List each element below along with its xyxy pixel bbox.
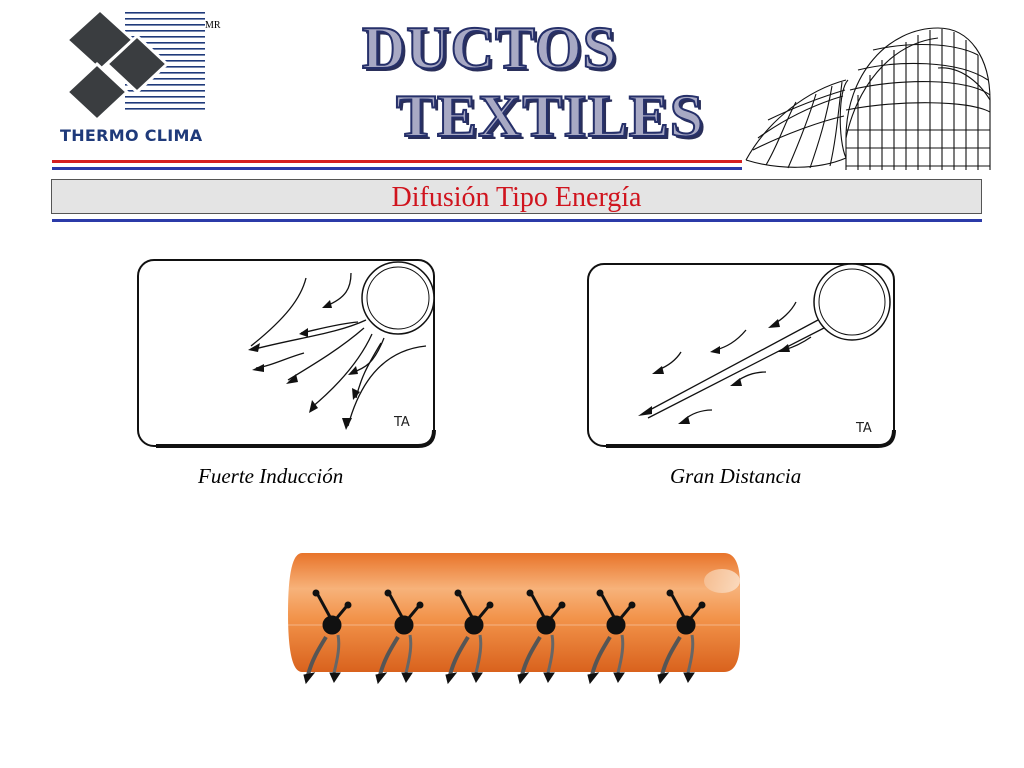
caption-long-distance: Gran Distancia xyxy=(670,464,802,488)
thermo-clima-logo: THERMO CLIMA MR xyxy=(55,7,221,148)
caption-strong-induction: Fuerte Inducción xyxy=(198,464,344,488)
panel-right-label: TA xyxy=(855,421,872,436)
diffusion-diagram-strong-induction: TA xyxy=(137,259,436,448)
duct-section-icon xyxy=(813,263,891,341)
subtitle-bar: Difusión Tipo Energía xyxy=(51,179,982,214)
registered-mark: MR xyxy=(205,20,221,31)
bottom-blue-rule xyxy=(52,219,982,222)
title-line-1: DUCTOS xyxy=(361,15,617,81)
title-line-2: TEXTILES xyxy=(395,83,705,149)
duct-section-icon xyxy=(361,261,435,335)
diffusion-diagram-long-distance: TA xyxy=(587,263,896,448)
top-red-rule xyxy=(52,160,742,163)
logo-mark-icon xyxy=(64,7,205,123)
top-blue-rule xyxy=(52,167,742,170)
subtitle: Difusión Tipo Energía xyxy=(391,182,642,213)
textile-duct-wireframe-icon xyxy=(745,27,991,170)
textile-duct-jets-illustration xyxy=(288,553,740,685)
panel-left-label: TA xyxy=(393,415,410,430)
logo-company-name: THERMO CLIMA xyxy=(60,126,203,145)
